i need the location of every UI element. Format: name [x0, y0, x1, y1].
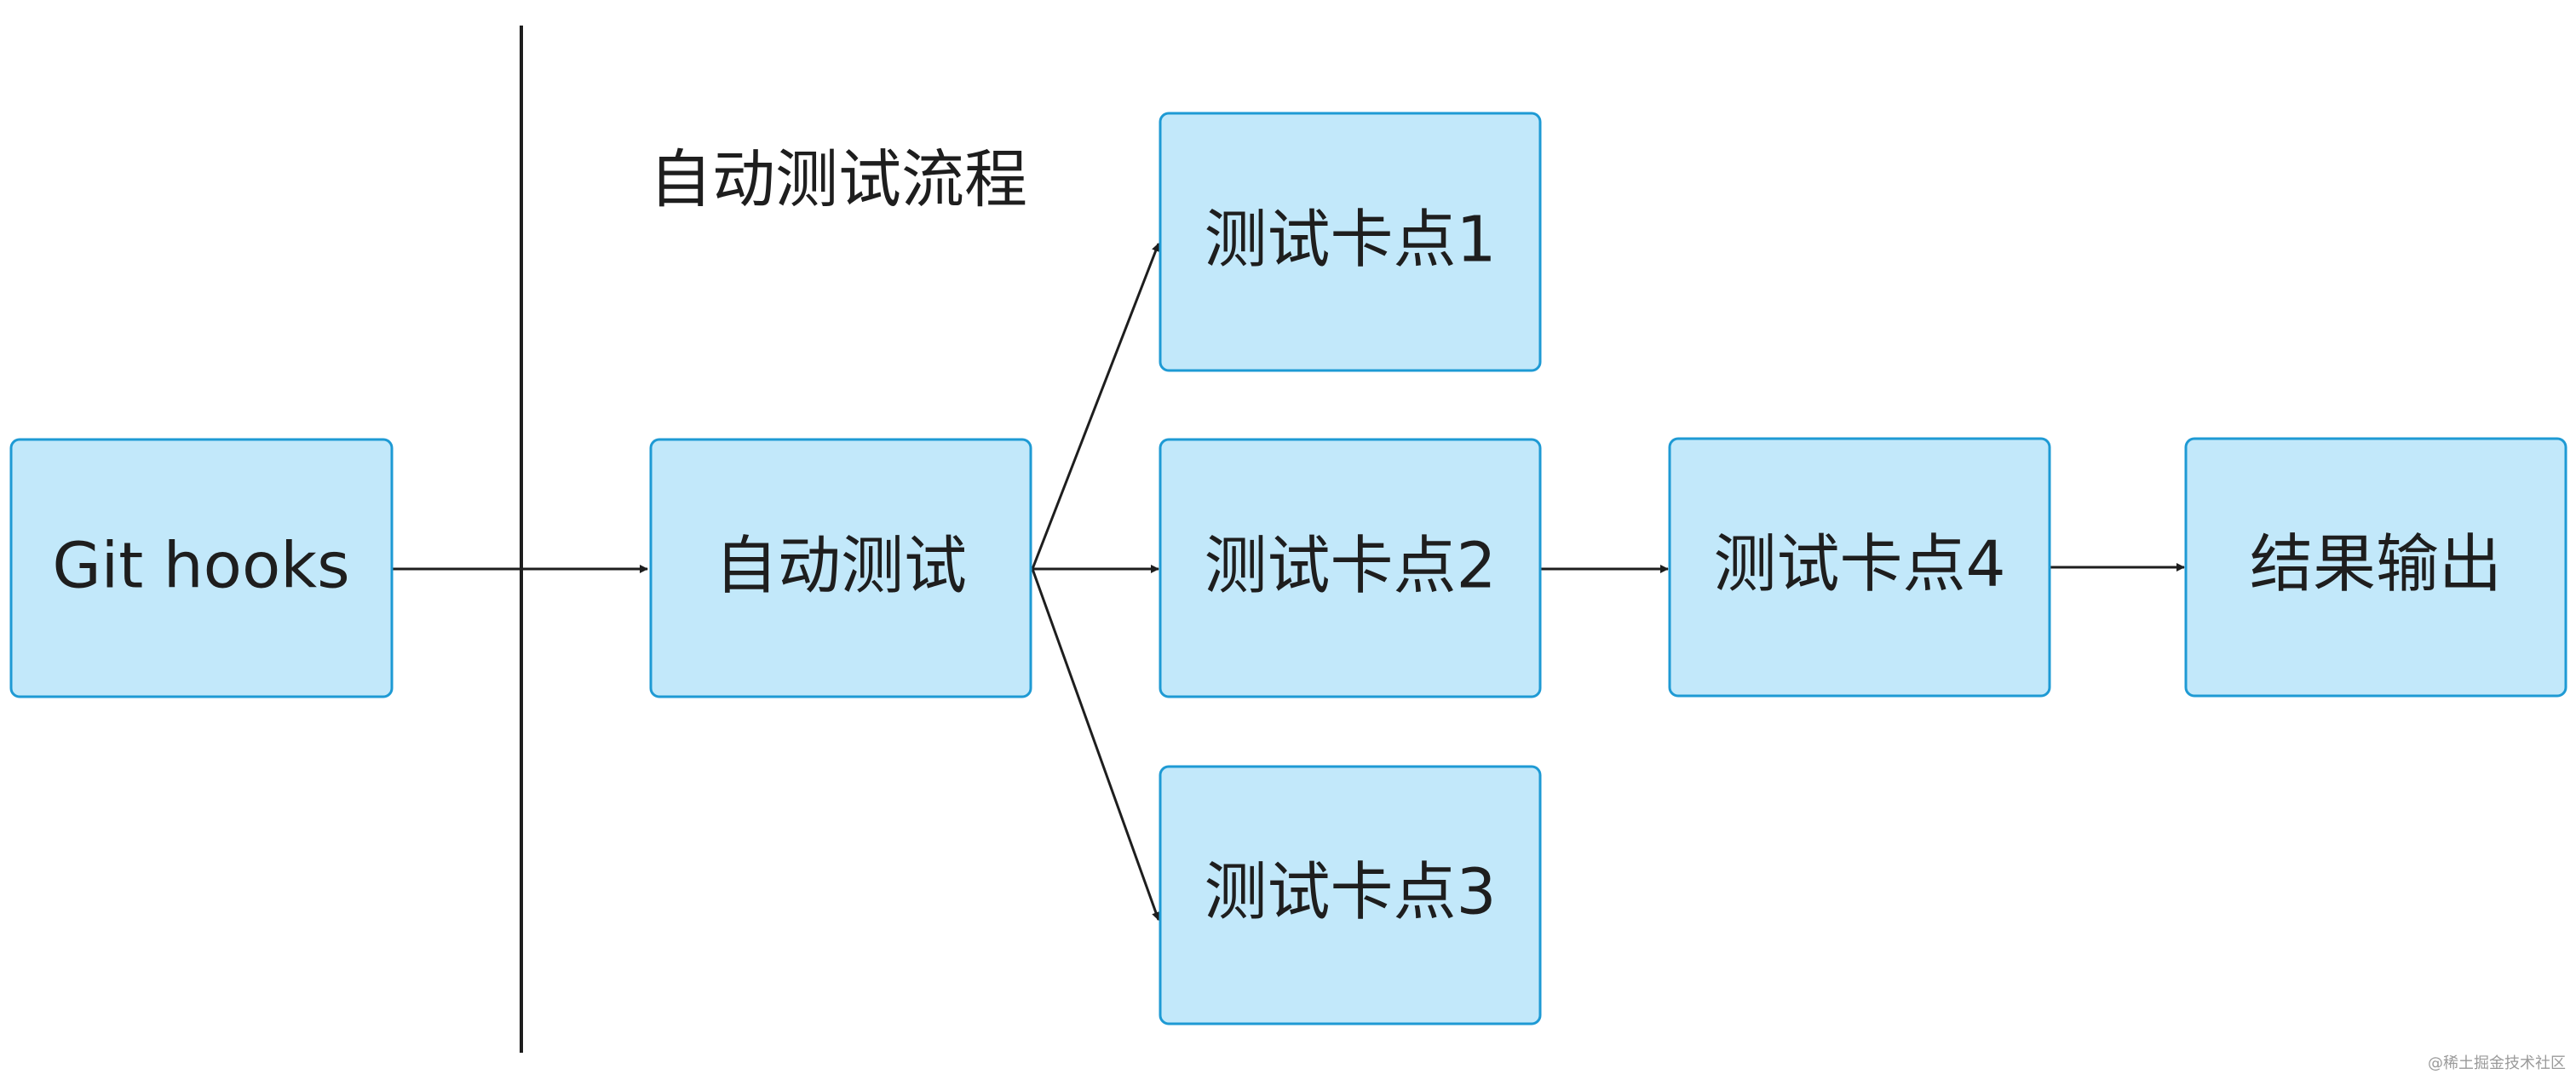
node-label: 测试卡点2 — [1204, 530, 1496, 603]
node-label: 测试卡点3 — [1204, 856, 1496, 929]
node-label: 结果输出 — [2250, 528, 2502, 601]
node-checkpoint-1: 测试卡点1 — [1159, 112, 1542, 372]
node-checkpoint-3: 测试卡点3 — [1159, 765, 1542, 1025]
diagram-title: 自动测试流程 — [649, 143, 1027, 216]
node-auto-test: 自动测试 — [649, 438, 1032, 698]
watermark: @稀土掘金技术社区 — [2428, 1054, 2566, 1072]
node-label: 测试卡点1 — [1204, 204, 1496, 277]
node-result-output: 结果输出 — [2184, 437, 2567, 698]
edge-auto-test-to-checkpoint-1 — [1031, 243, 1160, 570]
edge-auto-test-to-checkpoint-3 — [1031, 568, 1160, 921]
node-checkpoint-2: 测试卡点2 — [1159, 438, 1542, 698]
node-label: Git hooks — [52, 530, 349, 603]
edges — [392, 243, 2185, 921]
node-git-hooks: Git hooks — [9, 438, 394, 698]
node-label: 测试卡点4 — [1713, 528, 2005, 601]
node-checkpoint-4: 测试卡点4 — [1668, 437, 2051, 698]
node-label: 自动测试 — [715, 530, 967, 603]
